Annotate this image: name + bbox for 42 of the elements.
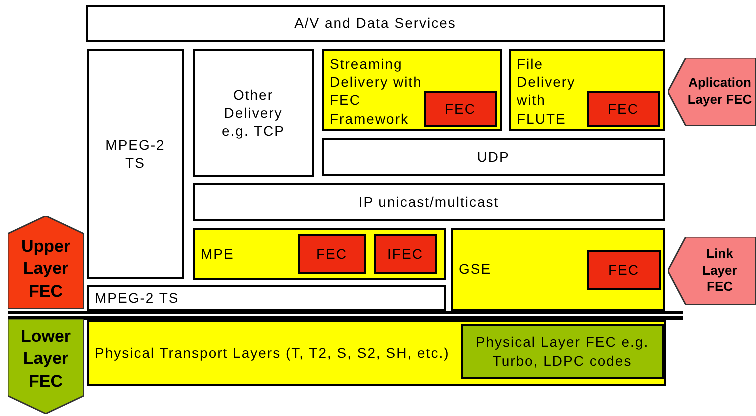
layer-label: Link Layer FEC — [702, 246, 738, 296]
layer-label: MPEG-2 TS — [95, 288, 180, 308]
layer-label: MPEG-2 TS — [106, 136, 166, 172]
layer-label: A/V and Data Services — [294, 14, 456, 33]
layer-label: GSE — [459, 260, 492, 279]
layer-label: File Delivery with FLUTE — [517, 55, 577, 128]
layer-box — [461, 324, 664, 379]
layer-box — [587, 91, 660, 127]
layer-label: UDP — [477, 148, 510, 166]
layer-label: FEC — [608, 260, 640, 280]
layer-box — [86, 5, 665, 42]
label-arrow — [8, 319, 84, 414]
layer-label: IP unicast/multicast — [358, 192, 500, 212]
layer-label: IFEC — [388, 244, 424, 264]
label-arrow — [668, 237, 756, 305]
layer-box — [509, 49, 665, 131]
layer-box — [193, 228, 446, 280]
layer-label: Streaming Delivery with FEC Framework — [330, 55, 424, 128]
label-arrow — [668, 58, 756, 126]
layer-label: Physical Layer FEC e.g. Turbo, LDPC codes — [474, 333, 650, 370]
label-arrow — [8, 216, 84, 309]
layer-box — [587, 250, 661, 290]
layer-box — [193, 49, 314, 177]
layer-label: MPE — [201, 244, 234, 264]
layer-label: Lower Layer FEC — [20, 326, 72, 393]
layer-box — [424, 91, 497, 127]
layer-label: Upper Layer FEC — [20, 236, 72, 303]
layer-box — [193, 183, 665, 221]
layer-box — [87, 285, 446, 311]
layer-box — [87, 320, 666, 386]
layer-label: Other Delivery e.g. TCP — [221, 86, 286, 140]
layer-box — [374, 234, 437, 274]
layer-label: FEC — [316, 244, 348, 264]
layer-label: Aplication Layer FEC — [686, 75, 754, 109]
layer-box — [298, 234, 366, 274]
layer-box — [451, 228, 665, 311]
layer-label: FEC — [608, 100, 639, 118]
layer-label: Physical Transport Layers (T, T2, S, S2, SH, etc.) — [95, 344, 450, 362]
layer-box — [322, 138, 665, 176]
layer-box — [322, 49, 502, 131]
layer-label: FEC — [445, 100, 476, 118]
layer-box — [87, 49, 184, 279]
